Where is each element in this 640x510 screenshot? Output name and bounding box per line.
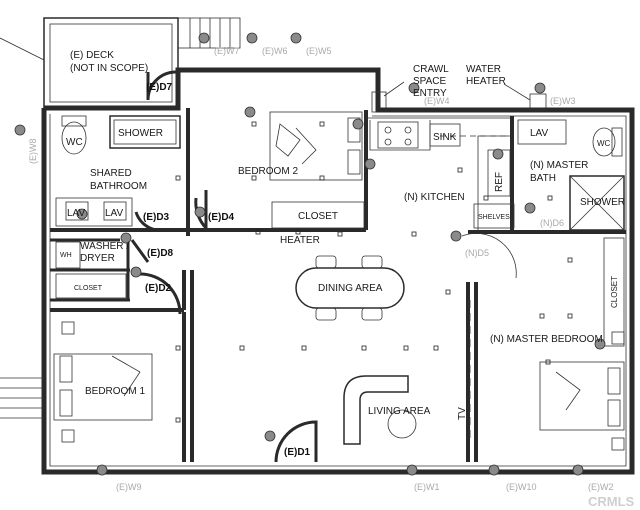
window-tag-w6: (E)W6 — [262, 46, 288, 56]
label-master-bath-line2: BATH — [530, 173, 556, 184]
label-water-heater-line2: HEATER — [466, 76, 506, 87]
window-tag-w9: (E)W9 — [116, 482, 142, 492]
label-master-bedroom: (N) MASTER BEDROOM — [490, 334, 603, 345]
dining-table — [295, 255, 405, 321]
label-lav-master: LAV — [530, 128, 548, 139]
stairs-left — [0, 377, 44, 419]
door-tag-d7: (E)D7 — [146, 82, 173, 93]
label-wc-master: WC — [597, 139, 611, 148]
label-kitchen: (N) KITCHEN — [404, 192, 465, 203]
bed-bedroom-2 — [269, 111, 363, 181]
label-shelves: SHELVES — [478, 214, 510, 221]
window-tag-w1: (E)W1 — [414, 482, 440, 492]
label-sink: SINK — [433, 132, 457, 143]
label-lav-1: LAV — [67, 208, 85, 219]
label-shower-left: SHOWER — [118, 128, 163, 139]
label-shared-bath-line2: BATHROOM — [90, 181, 147, 192]
label-ref: REF — [494, 172, 505, 192]
watermark: CRMLS — [588, 494, 635, 509]
label-deck-line1: (E) DECK — [70, 50, 114, 61]
label-living: LIVING AREA — [368, 406, 431, 417]
label-shower-master: SHOWER — [580, 197, 625, 208]
label-washer-line2: DRYER — [80, 253, 115, 264]
door-tag-d3: (E)D3 — [143, 212, 170, 223]
exterior-walls — [0, 17, 635, 475]
label-bedroom-2: BEDROOM 2 — [238, 166, 298, 177]
label-closet-bed2: CLOSET — [298, 211, 338, 222]
label-deck-line2: (NOT IN SCOPE) — [70, 63, 148, 74]
window-tag-bubbles — [14, 32, 606, 476]
vanity-left — [55, 197, 133, 227]
label-lav-2: LAV — [105, 208, 123, 219]
label-heater: HEATER — [280, 235, 320, 246]
bed-bedroom-1 — [53, 353, 153, 421]
sink-box — [429, 123, 461, 147]
building-outline — [41, 67, 635, 475]
toilet-master — [592, 127, 616, 157]
deck-inner-outline — [49, 23, 173, 103]
door-tag-d4: (E)D4 — [208, 212, 235, 223]
room-labels: (E) DECK (NOT IN SCOPE) CRAWL SPACE ENTR… — [60, 50, 625, 420]
window-tags: (E)W7 (E)W6 (E)W5 (E)W4 (E)W3 (E)W8 (E)W… — [28, 46, 614, 492]
label-bedroom-1: BEDROOM 1 — [85, 386, 145, 397]
door-tag-d6: (N)D6 — [540, 218, 564, 228]
label-closet-left: CLOSET — [74, 285, 103, 292]
closet-master-box — [603, 237, 625, 347]
label-tv: TV — [457, 407, 468, 420]
toilet-left — [61, 121, 87, 155]
closet-left-box — [55, 273, 127, 299]
label-master-bath-line1: (N) MASTER — [530, 160, 588, 171]
fixtures — [53, 111, 625, 451]
window-tag-w7: (E)W7 — [214, 46, 240, 56]
door-tag-d8: (E)D8 — [147, 248, 174, 259]
water-heater-small — [55, 241, 81, 269]
water-heater-unit — [529, 93, 547, 111]
site-line — [0, 37, 45, 61]
bed-master — [539, 361, 625, 431]
sofa — [343, 375, 417, 445]
window-tag-w8: (E)W8 — [28, 139, 38, 165]
stove — [377, 121, 419, 149]
label-crawl-line3: ENTRY — [413, 88, 447, 99]
stairs-top — [177, 17, 241, 49]
shower-master-box — [569, 175, 625, 231]
label-crawl-line1: CRAWL — [413, 64, 449, 75]
shelves-box — [473, 203, 515, 229]
label-closet-master: CLOSET — [610, 276, 619, 308]
crawl-space-hatch — [371, 91, 387, 113]
door-tags: (E)D7 (E)D4 (E)D3 (E)D8 (E)D2 (E)D1 (N)D… — [143, 82, 564, 458]
window-tag-w4: (E)W4 — [424, 96, 450, 106]
closet-bed2-box — [271, 201, 365, 229]
ceiling-markers — [175, 121, 573, 423]
door-tag-d5: (N)D5 — [465, 248, 489, 258]
label-water-heater-line1: WATER — [466, 64, 501, 75]
label-wc-left: WC — [66, 137, 83, 148]
label-crawl-line2: SPACE — [413, 76, 446, 87]
building-inner-outline — [49, 114, 627, 467]
shower-left-box — [109, 115, 181, 149]
window-tag-w2: (E)W2 — [588, 482, 614, 492]
door-tag-d2: (E)D2 — [145, 283, 172, 294]
label-shared-bath-line1: SHARED — [90, 168, 132, 179]
label-washer-line1: WASHER / — [80, 241, 129, 252]
window-tag-w10: (E)W10 — [506, 482, 537, 492]
vanity-master — [517, 119, 567, 145]
label-dining: DINING AREA — [318, 283, 383, 294]
window-tag-w5: (E)W5 — [306, 46, 332, 56]
door-tag-d1: (E)D1 — [284, 447, 311, 458]
label-wh: WH — [60, 252, 72, 259]
interior-walls — [50, 108, 626, 462]
window-tag-w3: (E)W3 — [550, 96, 576, 106]
